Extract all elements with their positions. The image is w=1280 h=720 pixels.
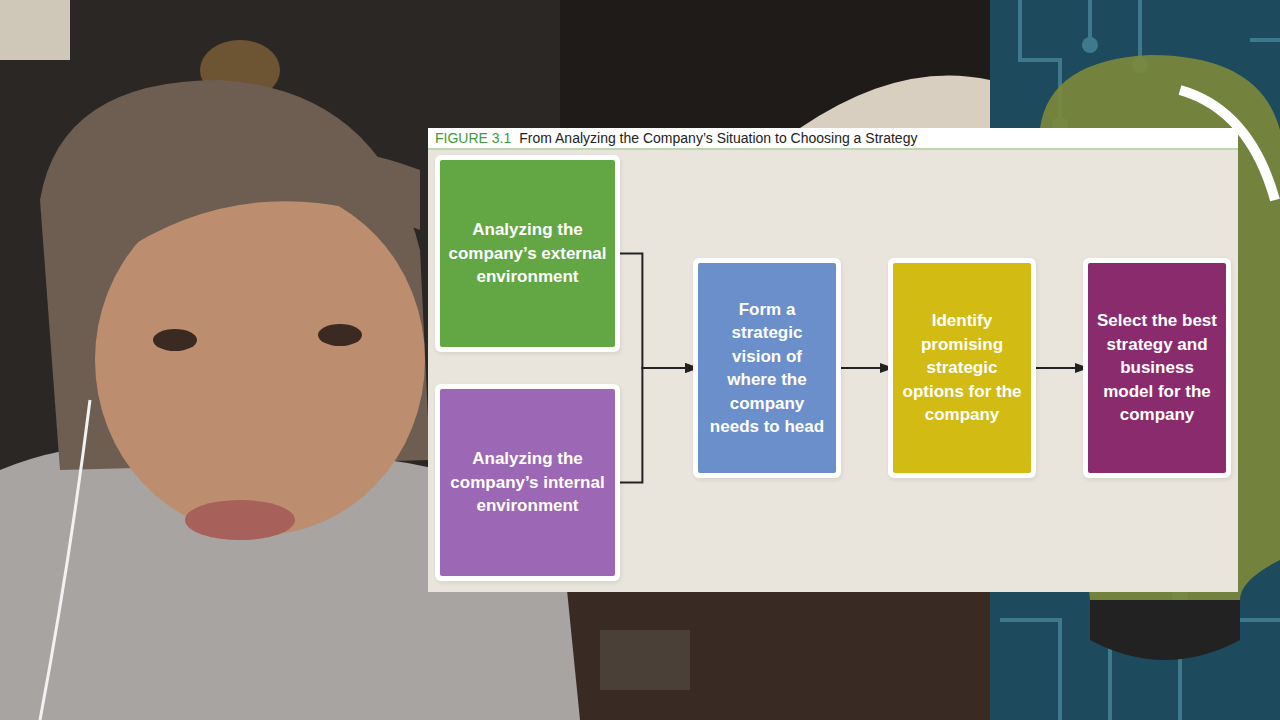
flow-arrow [1031,367,1088,369]
figure-panel: FIGURE 3.1 From Analyzing the Company’s S… [428,128,1238,592]
process-box: Identify promising strategic options for… [893,263,1031,473]
pillow [800,75,990,128]
hair-fringe [110,146,420,260]
box-text-wrap: Analyzing the company’s internal environ… [448,447,607,518]
lightbulb-base [1090,600,1240,660]
figure-header: FIGURE 3.1 From Analyzing the Company’s S… [428,128,1238,150]
chair [600,630,690,690]
figure-title: From Analyzing the Company’s Situation t… [519,130,917,146]
box-text-wrap: Analyzing the company’s external environ… [448,218,607,289]
mouth [185,500,295,540]
process-box: Analyzing the company’s external environ… [440,160,615,347]
process-box: Select the best strategy and business mo… [1088,263,1226,473]
earphone-cable [40,400,90,720]
dark-cabinet [560,0,990,130]
box-label: Identify promising strategic options for… [901,309,1023,427]
figure-number: FIGURE 3.1 [435,130,511,146]
process-box: Analyzing the company’s internal environ… [440,389,615,576]
box-text-wrap: Form a strategic vision of where the com… [706,298,828,439]
flow-arrow [615,254,698,369]
box-text-wrap: Select the best strategy and business mo… [1096,309,1218,427]
box-label: Analyzing the company’s internal environ… [448,447,607,518]
table [560,592,990,720]
box-label: Form a strategic vision of where the com… [706,298,828,439]
box-label: Analyzing the company’s external environ… [448,218,607,289]
process-box: Form a strategic vision of where the com… [698,263,836,473]
box-text-wrap: Identify promising strategic options for… [901,309,1023,427]
window-light [0,0,70,60]
eye [318,324,362,346]
eye [153,329,197,351]
flow-arrow [615,368,698,483]
box-label: Select the best strategy and business mo… [1096,309,1218,427]
flow-arrow [836,367,893,369]
